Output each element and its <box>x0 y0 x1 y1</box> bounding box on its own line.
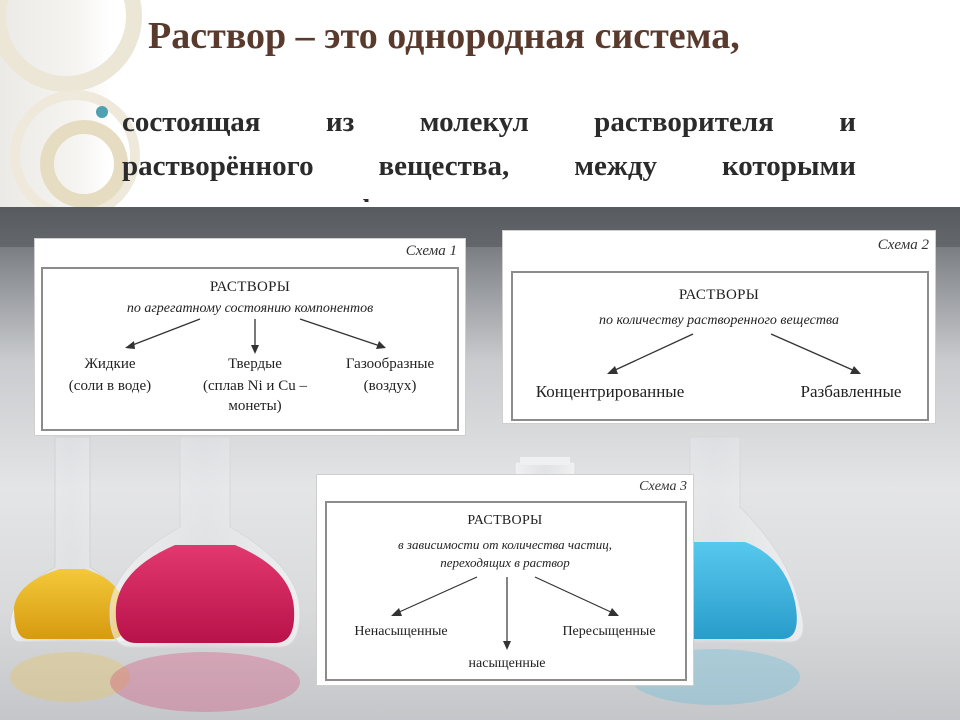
scheme-3-heading: РАСТВОРЫ <box>467 513 543 528</box>
scheme-2: Схема 2 РАСТВОРЫ по количеству растворен… <box>502 230 936 424</box>
item-note: монеты) <box>228 398 282 414</box>
decorative-ring <box>0 0 142 92</box>
scheme-3-subheading: переходящих в раствор <box>440 555 570 570</box>
scheme-3-subheading: в зависимости от количества частиц, <box>397 537 613 552</box>
scheme-3-frame <box>325 501 687 681</box>
definition-line: растворённого вещества, между которыми <box>122 150 856 182</box>
scheme-1-frame <box>41 267 459 431</box>
scheme-3-arrows <box>391 576 619 650</box>
scheme-1-item: Газообразные (воздух) <box>325 353 455 397</box>
definition-text: состоящая из молекул растворителя и раст… <box>122 100 856 202</box>
scheme-2-arrows <box>607 333 861 374</box>
item-name: Газообразные <box>345 356 435 372</box>
scheme-3-item: Пересыщенные <box>562 624 656 639</box>
decorative-ring <box>40 120 128 208</box>
scheme-2-item: Концентрированные <box>535 382 685 401</box>
scheme-3-label: Схема 3 <box>639 479 687 494</box>
item-note: (воздух) <box>363 378 417 394</box>
scheme-3-item: Ненасыщенные <box>354 624 448 639</box>
scheme-1-label: Схема 1 <box>405 243 457 259</box>
scheme-1-item: Твердые (сплав Ni и Cu – монеты) <box>175 353 335 417</box>
scheme-1-heading: РАСТВОРЫ <box>209 279 291 295</box>
slide-title: Раствор – это однородная система, <box>148 15 740 57</box>
item-note: (сплав Ni и Cu – <box>203 378 307 394</box>
decorative-strip <box>0 0 142 220</box>
scheme-3: Схема 3 РАСТВОРЫ в зависимости от количе… <box>316 474 694 686</box>
scheme-2-heading: РАСТВОРЫ <box>678 287 760 303</box>
scheme-1-arrows <box>125 318 386 354</box>
item-note: (соли в воде) <box>68 378 152 394</box>
item-name: Жидкие <box>84 356 136 372</box>
scheme-3-item: насыщенные <box>468 656 546 671</box>
scheme-1-item: Жидкие (соли в воде) <box>55 353 165 397</box>
scheme-2-frame <box>511 271 929 421</box>
definition-line: происходят физические и химические <box>122 188 856 202</box>
scheme-1: Схема 1 РАСТВОРЫ по агрегатному состояни… <box>34 238 466 436</box>
scheme-2-subheading: по количеству растворенного вещества <box>599 313 839 328</box>
definition-line: состоящая из молекул растворителя и <box>122 106 856 138</box>
item-name: Твердые <box>228 356 282 372</box>
scheme-2-item: Разбавленные <box>800 382 902 401</box>
bullet-icon <box>96 106 108 118</box>
scheme-1-subheading: по агрегатному состоянию компонентов <box>126 301 374 316</box>
scheme-2-label: Схема 2 <box>877 237 929 253</box>
